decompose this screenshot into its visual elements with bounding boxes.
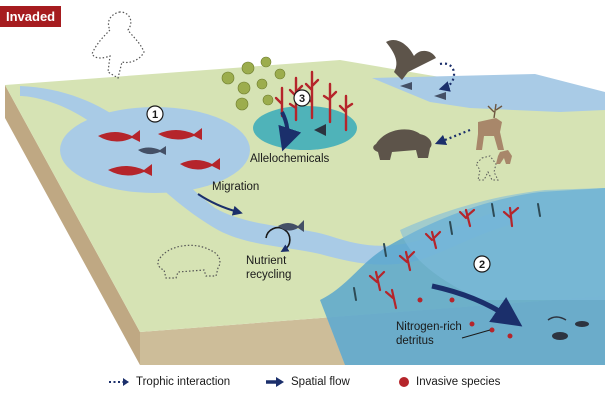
nutrient-recycling-icon — [265, 220, 304, 253]
spatial-flow-arrow — [431, 283, 523, 327]
legend-label-trophic: Trophic interaction — [136, 376, 231, 388]
legend-label-invasive: Invasive species — [416, 376, 501, 388]
invasive-detritus-dots — [417, 297, 513, 339]
pond-3 — [253, 106, 357, 150]
eagle-loop-arrow — [438, 62, 456, 92]
upper-right-lake — [372, 74, 605, 112]
invaded-badge: Invaded — [0, 6, 61, 27]
label-migration: Migration — [212, 181, 259, 193]
marker-2: 2 — [473, 255, 491, 273]
lake-fish-2 — [434, 92, 446, 100]
legend-item-invasive: Invasive species — [398, 376, 500, 388]
ghost-bird-outline — [91, 11, 145, 79]
benthic-invertebrates — [547, 316, 589, 340]
eagle-icon — [386, 39, 436, 80]
ghost-bear-outline — [157, 244, 221, 279]
invasive-plants-bay — [368, 206, 520, 310]
legend-label-spatial: Spatial flow — [291, 376, 350, 388]
lake-fish-1 — [400, 82, 412, 90]
detritus-leader-line — [461, 329, 491, 339]
river — [20, 86, 520, 265]
svg-text:3: 3 — [299, 93, 305, 105]
legend-item-trophic: Trophic interaction — [108, 376, 230, 388]
trophic-arrow-deer-bear — [434, 128, 471, 146]
pond-3-fish — [314, 124, 326, 136]
ghost-fawn-outline — [475, 155, 499, 181]
native-fish — [138, 146, 166, 155]
svg-text:1: 1 — [152, 109, 158, 121]
deer-icon — [476, 103, 504, 150]
label-nitrogen-line1: Nitrogen-rich — [396, 321, 462, 333]
native-plants-bay — [353, 203, 541, 301]
solid-arrow-icon — [266, 377, 284, 387]
allelochemical-flow-arrow — [278, 111, 302, 152]
legend: Trophic interaction Spatial flow Invasiv… — [0, 372, 606, 396]
marker-1: 1 — [146, 105, 164, 123]
migration-arrow — [197, 193, 243, 216]
label-allelochemicals: Allelochemicals — [250, 153, 330, 165]
legend-item-spatial: Spatial flow — [265, 376, 350, 388]
label-nutrient-line2: recycling — [246, 269, 291, 281]
fawn-icon — [496, 150, 512, 164]
red-dot-icon — [399, 377, 409, 387]
dotted-arrow-icon — [109, 378, 129, 386]
label-nutrient-line1: Nutrient — [246, 255, 287, 267]
label-nitrogen-line2: detritus — [396, 335, 434, 347]
svg-text:2: 2 — [479, 259, 485, 271]
bear-icon — [373, 129, 432, 160]
tree-cluster — [221, 56, 286, 111]
invasive-fish-group — [98, 128, 220, 176]
marker-3: 3 — [293, 89, 311, 107]
